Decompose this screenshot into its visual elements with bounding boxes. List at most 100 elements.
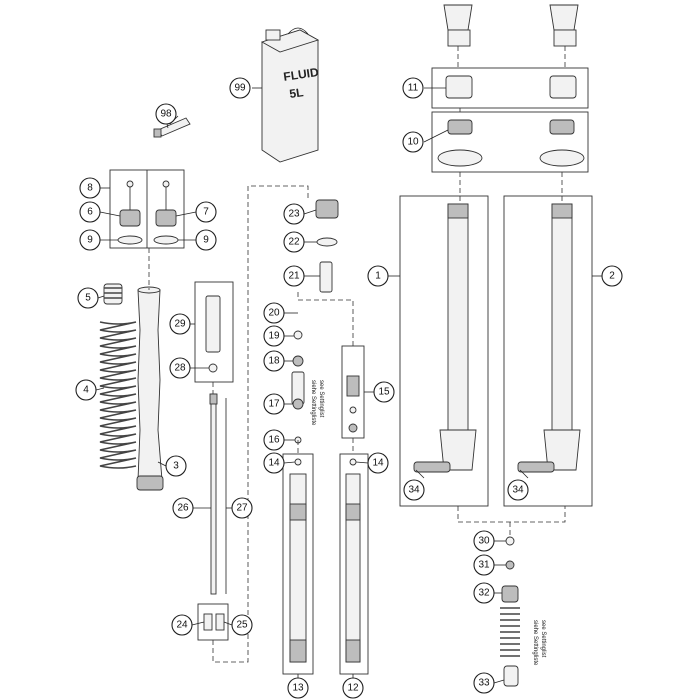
piston-rod-29 [205, 295, 221, 373]
frame-10 [431, 111, 589, 173]
callout-21: 21 [283, 265, 305, 287]
callout-26-label: 26 [177, 503, 189, 514]
callout-99: 99 [229, 77, 251, 99]
can-label-fluid: FLUID [283, 65, 320, 84]
setting-note-b-line2: see Settinglist [540, 620, 546, 658]
cartridge-tube-12 [345, 458, 361, 663]
setting-note-a-line1: siehe Settingliste [310, 380, 316, 426]
callout-2: 2 [601, 265, 623, 287]
callout-24-label: 24 [176, 620, 188, 631]
callout-34-right: 34 [507, 479, 529, 501]
callout-23: 23 [283, 203, 305, 225]
callout-9-left-label: 9 [87, 235, 93, 246]
callout-13: 13 [287, 677, 309, 699]
dashed-connectors [148, 46, 566, 663]
callout-34-right-label: 34 [512, 485, 524, 496]
callout-17-label: 17 [268, 399, 280, 410]
callout-9-right: 9 [195, 229, 217, 251]
callout-11-label: 11 [408, 83, 419, 94]
callout-29: 29 [169, 313, 191, 335]
frame-2 [503, 195, 593, 507]
bushings-11 [445, 75, 577, 99]
cartridge-tube-13 [289, 458, 307, 663]
callout-11: 11 [402, 77, 424, 99]
callout-28-label: 28 [174, 363, 186, 374]
callout-9-left: 9 [79, 229, 101, 251]
callout-5-label: 5 [85, 293, 91, 304]
callout-31: 31 [473, 554, 495, 576]
callout-29-label: 29 [174, 319, 186, 330]
callout-98-label: 98 [160, 109, 172, 120]
callout-10: 10 [402, 131, 424, 153]
frame-12 [339, 453, 369, 675]
callout-13-label: 13 [292, 683, 304, 694]
callout-34-left: 34 [403, 479, 425, 501]
callout-8: 8 [79, 177, 101, 199]
callout-32: 32 [473, 582, 495, 604]
callout-6: 6 [79, 201, 101, 223]
callout-16: 16 [263, 429, 285, 451]
callout-15-label: 15 [378, 387, 390, 398]
outer-tube-2 [517, 203, 581, 473]
callout-3: 3 [165, 455, 187, 477]
setting-note-a-line2: see Settinglist [318, 380, 324, 418]
callout-12: 12 [342, 677, 364, 699]
callout-20-label: 20 [268, 308, 280, 319]
callout-99-label: 99 [234, 83, 246, 94]
callout-3-label: 3 [173, 461, 179, 472]
callout-34-left-label: 34 [408, 485, 420, 496]
callout-6-label: 6 [87, 207, 93, 218]
leader-lines [95, 87, 602, 688]
callout-4: 4 [75, 379, 97, 401]
callout-22-label: 22 [288, 237, 300, 248]
callout-4-label: 4 [83, 385, 89, 396]
callout-19: 19 [263, 325, 285, 347]
valve-24-25 [203, 613, 225, 631]
callout-27: 27 [231, 497, 253, 519]
callout-14-left: 14 [263, 452, 285, 474]
callout-27-label: 27 [236, 503, 248, 514]
callout-24: 24 [171, 614, 193, 636]
callout-7: 7 [195, 201, 217, 223]
callout-98: 98 [155, 103, 177, 125]
callout-25-label: 25 [236, 620, 248, 631]
callout-20: 20 [263, 302, 285, 324]
top-cap-7 [153, 180, 179, 245]
callout-19-label: 19 [268, 331, 280, 342]
callout-14-left-label: 14 [268, 458, 280, 469]
callout-8-label: 8 [87, 183, 93, 194]
callout-30-label: 30 [478, 536, 490, 547]
damper-stack [291, 199, 339, 444]
can-label-volume: 5L [288, 85, 304, 101]
callout-9-right-label: 9 [203, 235, 209, 246]
setting-note-b: siehe Settingliste see Settinglist [532, 620, 546, 666]
callout-1: 1 [367, 265, 389, 287]
callout-14-right-label: 14 [372, 458, 384, 469]
callout-2-label: 2 [609, 271, 615, 282]
spring-4 [99, 321, 137, 469]
callout-28: 28 [169, 357, 191, 379]
callout-33-label: 33 [478, 678, 490, 689]
callout-14-right: 14 [367, 452, 389, 474]
rods-26-27 [209, 393, 227, 595]
callout-1-label: 1 [375, 271, 381, 282]
callout-31-label: 31 [478, 560, 490, 571]
callout-33: 33 [473, 672, 495, 694]
callout-22: 22 [283, 231, 305, 253]
outer-tube-1 [413, 203, 477, 473]
callout-32-label: 32 [478, 588, 490, 599]
callout-18-label: 18 [268, 356, 280, 367]
frame-1 [399, 195, 489, 507]
callout-23-label: 23 [288, 209, 300, 220]
setting-note-a: siehe Settingliste see Settinglist [310, 380, 324, 426]
callout-18: 18 [263, 350, 285, 372]
top-caps [443, 4, 579, 47]
spring-tube-3 [136, 286, 164, 491]
callout-5: 5 [77, 287, 99, 309]
callout-7-label: 7 [203, 207, 209, 218]
callout-30: 30 [473, 530, 495, 552]
valve-15 [346, 375, 360, 433]
callout-21-label: 21 [288, 271, 300, 282]
callout-25: 25 [231, 614, 253, 636]
